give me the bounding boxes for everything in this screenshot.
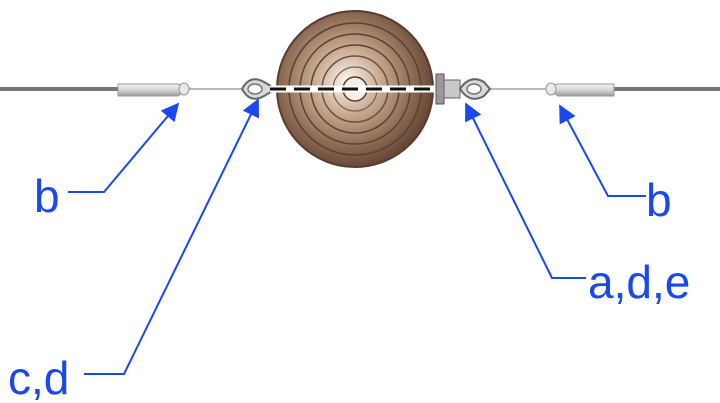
right-clamp-hardware [435,73,492,105]
right-preformed-grip [544,82,615,97]
callout-left-cd: c,d [8,352,69,403]
callout-right-ade: a,d,e [588,256,690,308]
callout-right-b: b [646,174,672,226]
leader-right-ade [465,102,586,279]
leader-right-b [559,104,646,197]
leader-left-b [68,102,180,193]
left-preformed-grip [117,82,192,97]
leader-left-cd [84,98,259,375]
callout-left-b: b [34,170,60,222]
leader-lines [68,98,646,375]
